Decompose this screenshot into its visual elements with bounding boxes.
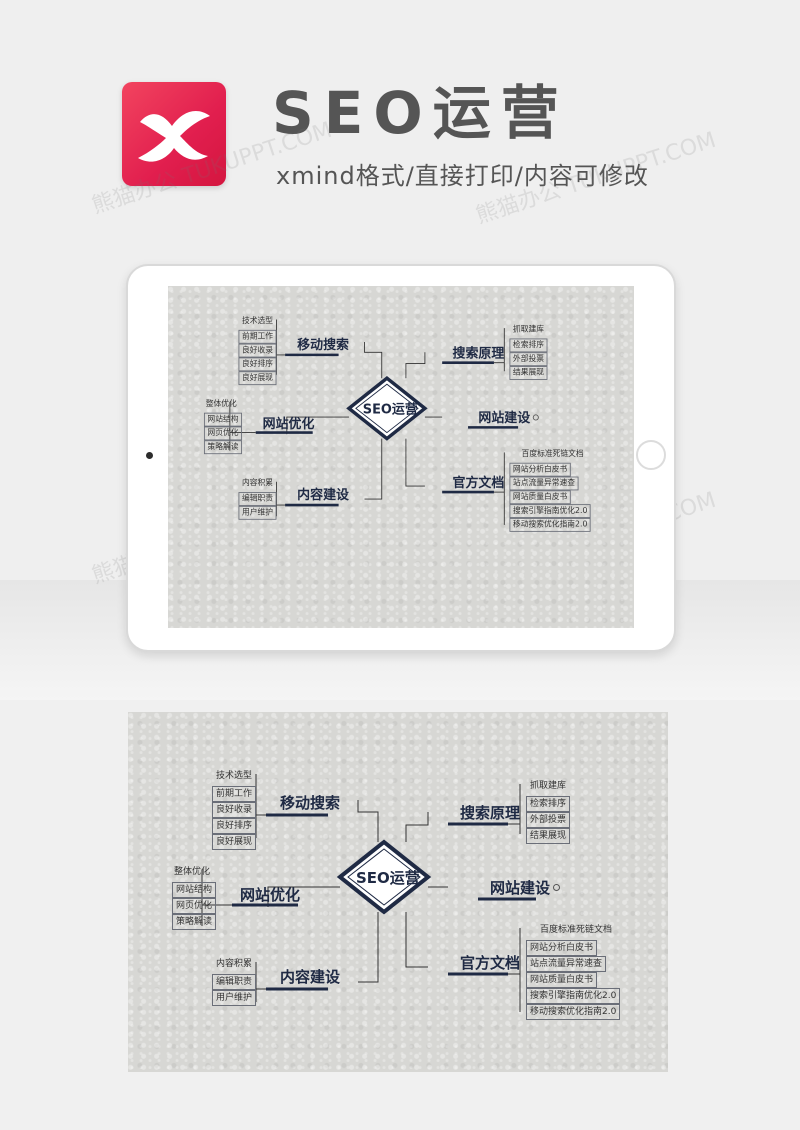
leaf-item: 百度标准死链文档 — [540, 925, 613, 935]
branch-search-principle: 搜索原理 — [460, 804, 521, 822]
leaf-item: 结果展现 — [526, 828, 571, 844]
leaf-item: 内容积累 — [241, 479, 274, 488]
xmind-x-icon — [138, 111, 210, 162]
leaf-item: 百度标准死链文档 — [521, 449, 584, 459]
leaf-item: 网站结构 — [203, 412, 242, 427]
leaf-item: 检索排序 — [509, 338, 548, 353]
leaf-item: 网站质量白皮书 — [526, 972, 598, 988]
leaf-item: 网站结构 — [172, 882, 217, 898]
leaf-item: 网页优化 — [203, 426, 242, 441]
center-topic: SEO运营 — [362, 401, 418, 418]
leaf-item: 整体优化 — [174, 867, 211, 877]
leaf-item: 网页优化 — [172, 898, 217, 914]
leaf-item: 技术选型 — [216, 771, 253, 781]
tablet-frame: SEO运营 移动搜索 网站优化 内容建设 搜索原理 网站建设 官方文档 技术选型… — [126, 264, 676, 652]
branch-site-build: 网站建设 — [478, 410, 531, 426]
mindmap-sheet: SEO运营 移动搜索 网站优化 内容建设 搜索原理 网站建设 官方文档 技术选型… — [128, 712, 668, 1072]
leaf-item: 结果展现 — [509, 366, 548, 380]
branch-content-build: 内容建设 — [280, 968, 341, 986]
camera-dot — [146, 452, 153, 459]
leaf-item: 良好排序 — [238, 357, 277, 372]
mindmap-connectors — [201, 774, 536, 1012]
leaf-item: 抓取建库 — [530, 781, 567, 791]
branch-official-docs: 官方文档 — [452, 474, 505, 491]
expand-circle-icon — [553, 884, 560, 891]
leaf-item: 网站质量白皮书 — [509, 490, 571, 505]
branch-mobile-search: 移动搜索 — [280, 794, 341, 812]
leaf-item: 搜索引擎指南优化2.0 — [526, 988, 621, 1004]
leaf-item: 站点流量异常速查 — [509, 476, 579, 491]
center-topic: SEO运营 — [356, 869, 420, 887]
leaf-item: 技术选型 — [241, 316, 274, 326]
leaf-item: 抓取建库 — [512, 325, 545, 335]
branch-search-principle: 搜索原理 — [452, 345, 505, 361]
branch-site-optimize: 网站优化 — [240, 886, 301, 904]
leaf-item: 外部投票 — [509, 352, 548, 367]
page-subtitle: xmind格式/直接打印/内容可修改 — [276, 162, 649, 190]
branch-content-build: 内容建设 — [297, 486, 349, 503]
leaf-item: 网站分析白皮书 — [526, 940, 598, 956]
leaf-item: 网站分析白皮书 — [509, 462, 571, 477]
leaf-item: 站点流量异常速查 — [526, 956, 607, 972]
leaf-item: 良好展现 — [212, 834, 257, 850]
leaf-item: 用户维护 — [212, 990, 257, 1006]
expand-circle-icon — [532, 414, 539, 421]
leaf-item: 前期工作 — [238, 329, 277, 344]
leaf-item: 编辑职责 — [212, 974, 257, 990]
leaf-item: 良好收录 — [212, 802, 257, 818]
leaf-item: 策略解读 — [172, 914, 217, 930]
leaf-item: 良好收录 — [238, 343, 277, 358]
branch-site-build: 网站建设 — [490, 879, 551, 897]
branch-site-optimize: 网站优化 — [262, 416, 315, 432]
leaf-item: 外部投票 — [526, 812, 571, 828]
mindmap-connectors — [229, 319, 519, 525]
leaf-item: 编辑职责 — [238, 492, 277, 506]
leaf-item: 移动搜索优化指南2.0 — [509, 517, 591, 532]
branch-official-docs: 官方文档 — [460, 954, 521, 972]
leaf-item: 整体优化 — [205, 399, 237, 409]
leaf-item: 良好展现 — [238, 371, 277, 386]
page-title: SEO运营 — [272, 79, 569, 147]
leaf-item: 良好排序 — [212, 818, 257, 834]
leaf-item: 搜索引擎指南优化2.0 — [509, 504, 591, 518]
leaf-item: 前期工作 — [212, 786, 257, 802]
leaf-item: 内容积累 — [216, 959, 253, 969]
xmind-logo — [122, 82, 226, 186]
leaf-item: 用户维护 — [238, 505, 277, 520]
tablet-screen: SEO运营 移动搜索 网站优化 内容建设 搜索原理 网站建设 官方文档 技术选型… — [168, 286, 634, 628]
leaf-item: 策略解读 — [203, 440, 242, 455]
branch-mobile-search: 移动搜索 — [297, 336, 349, 353]
leaf-item: 检索排序 — [526, 796, 571, 812]
home-button — [636, 440, 666, 470]
leaf-item: 移动搜索优化指南2.0 — [526, 1004, 621, 1020]
